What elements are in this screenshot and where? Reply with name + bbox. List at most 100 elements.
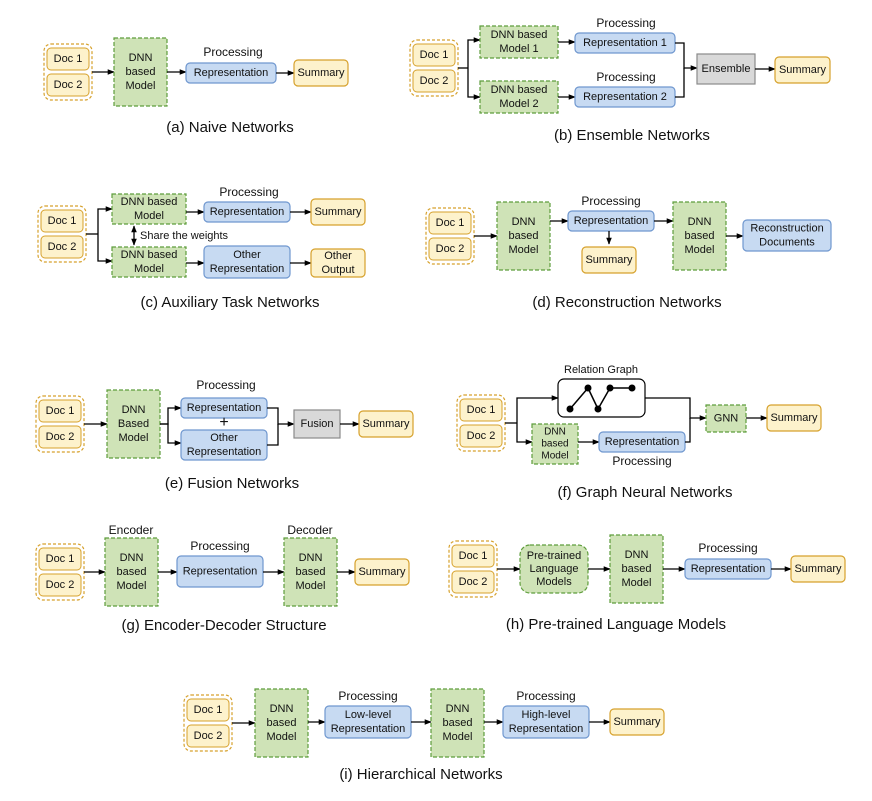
c-doc2-box xyxy=(40,235,84,259)
g-encoder-model-label-line: Model xyxy=(117,580,147,592)
a-representation-label: Representation xyxy=(194,67,269,79)
h-summary-box xyxy=(790,555,846,583)
g-doc1-box xyxy=(38,547,82,571)
h-plm-box xyxy=(519,544,589,594)
b-doc1-box xyxy=(412,43,456,67)
g-decoder-model-label-line: DNN xyxy=(299,552,323,564)
f-graph-node xyxy=(628,384,636,392)
d-recon-label-line: Reconstruction xyxy=(750,222,823,234)
c-other-rep-box xyxy=(203,245,291,279)
c-documents xyxy=(37,205,87,263)
c-model-top-box xyxy=(111,193,187,225)
c-caption: (c) Auxiliary Task Networks xyxy=(141,294,320,311)
e-merge-bottom xyxy=(267,424,279,446)
b-branch-bottom xyxy=(467,68,481,100)
g-processing-label: Processing xyxy=(190,539,249,553)
e-processing-label: Processing xyxy=(196,378,255,392)
i-low-rep-label-line: Low-level xyxy=(345,709,391,721)
f-summary-label: Summary xyxy=(770,412,818,424)
f-relation-graph-label: Relation Graph xyxy=(564,364,638,376)
e-branch-top xyxy=(160,405,182,425)
b-model2-box xyxy=(479,80,559,114)
c-other-output-label-line: Output xyxy=(321,264,354,276)
h-plm-label-line: Models xyxy=(536,576,572,588)
a-doc2-box xyxy=(46,73,90,97)
b-documents xyxy=(409,39,459,97)
e-representation-label: Representation xyxy=(187,402,262,414)
g-doc1-label: Doc 1 xyxy=(46,553,75,565)
b-rep2-label: Representation 2 xyxy=(583,91,667,103)
b-doc2-box xyxy=(412,69,456,93)
g-representation-label: Representation xyxy=(183,565,258,577)
f-summary-box xyxy=(766,404,822,432)
f-dnn-model-label-line: Model xyxy=(541,451,568,462)
f-branch-model xyxy=(516,423,533,445)
e-summary-label: Summary xyxy=(362,418,410,430)
a-documents xyxy=(43,43,93,101)
f-doc1-label: Doc 1 xyxy=(467,404,496,416)
h-representation-label: Representation xyxy=(691,563,766,575)
c-share-label: Share the weights xyxy=(140,230,229,242)
a-dnn-model-box xyxy=(113,37,168,107)
b-model2-label-line: DNN based xyxy=(491,84,548,96)
a-summary-box xyxy=(293,59,349,87)
c-other-output-box xyxy=(310,248,366,278)
e-dnn-model-label-line: Model xyxy=(119,432,149,444)
h-doc2-box xyxy=(451,570,495,594)
d-summary-label: Summary xyxy=(585,254,633,266)
b-caption: (b) Ensemble Networks xyxy=(554,127,710,144)
d-dnn-model2-label-line: Model xyxy=(685,244,715,256)
i-processing-label-1: Processing xyxy=(338,689,397,703)
d-dnn-model2-box xyxy=(672,201,727,271)
c-branch-bottom xyxy=(97,234,113,264)
h-dnn-model-label-line: based xyxy=(622,563,652,575)
e-doc1-box xyxy=(38,399,82,423)
g-decoder-label: Decoder xyxy=(287,523,332,537)
d-doc1-box xyxy=(428,211,472,235)
h-caption: (h) Pre-trained Language Models xyxy=(506,616,726,633)
h-summary-label: Summary xyxy=(794,563,842,575)
h-doc1-label: Doc 1 xyxy=(459,550,488,562)
f-graph-edge xyxy=(587,387,599,410)
f-arrow-graph-gnn xyxy=(645,397,707,421)
c-other-rep-label-line: Representation xyxy=(210,263,285,275)
g-doc2-label: Doc 2 xyxy=(46,579,75,591)
f-gnn-label: GNN xyxy=(714,412,739,424)
i-documents xyxy=(183,694,233,752)
b-model1-label-line: DNN based xyxy=(491,29,548,41)
g-summary-label: Summary xyxy=(358,566,406,578)
g-summary-box xyxy=(354,558,410,586)
d-dnn-model1-label-line: based xyxy=(509,230,539,242)
d-dnn-model1-box xyxy=(496,201,551,271)
g-encoder-label: Encoder xyxy=(109,523,154,537)
i-doc1-label: Doc 1 xyxy=(194,704,223,716)
i-doc2-box xyxy=(186,724,230,748)
h-plm-label-line: Pre-trained xyxy=(527,550,581,562)
f-graph-edge xyxy=(569,387,589,410)
i-low-rep-label-line: Representation xyxy=(331,723,406,735)
i-doc2-label: Doc 2 xyxy=(194,730,223,742)
g-encoder-model-label-line: based xyxy=(117,566,147,578)
i-dnn-model2-label-line: based xyxy=(443,717,473,729)
g-decoder-model-label-line: based xyxy=(296,566,326,578)
c-model-bottom-label-line: Model xyxy=(134,263,164,275)
f-doc1-box xyxy=(459,398,503,422)
f-branch-graph xyxy=(516,395,559,423)
d-doc2-box xyxy=(428,237,472,261)
e-merge-top xyxy=(267,407,295,427)
f-graph-edge xyxy=(597,387,611,410)
e-fusion-label: Fusion xyxy=(300,418,333,430)
d-caption: (d) Reconstruction Networks xyxy=(532,294,721,311)
c-model-bottom-label-line: DNN based xyxy=(121,249,178,261)
b-model2-label-line: Model 2 xyxy=(499,98,538,110)
a-doc2-label: Doc 2 xyxy=(54,79,83,91)
g-encoder-model-label-line: DNN xyxy=(120,552,144,564)
d-doc2-label: Doc 2 xyxy=(436,243,465,255)
e-other-rep-label-line: Other xyxy=(210,432,238,444)
c-branch-top xyxy=(97,206,113,234)
d-processing-label: Processing xyxy=(581,194,640,208)
b-summary-label: Summary xyxy=(779,64,827,76)
d-dnn-model2-label-line: DNN xyxy=(688,216,712,228)
f-dnn-model-label-line: based xyxy=(541,439,568,450)
d-dnn-model1-label-line: Model xyxy=(509,244,539,256)
